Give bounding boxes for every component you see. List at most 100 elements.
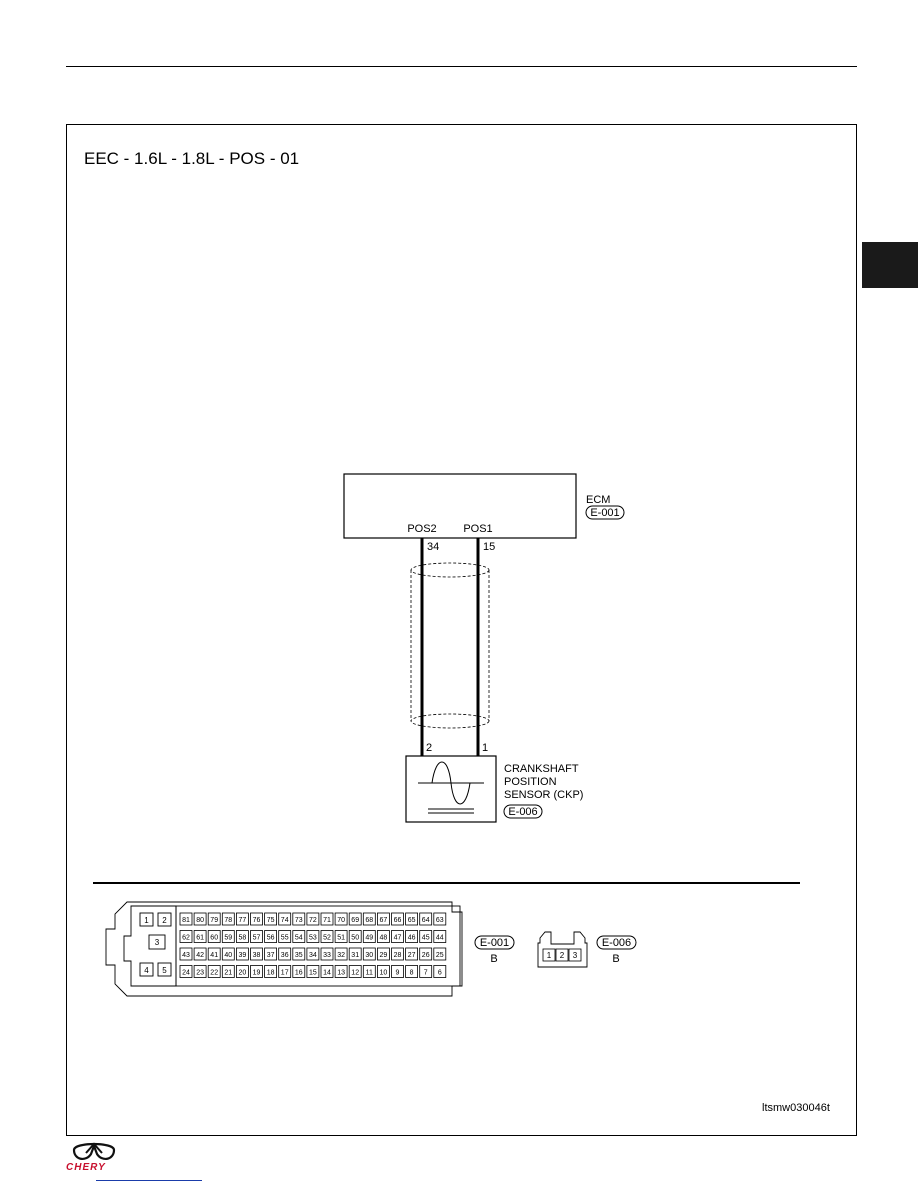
e001-pin-cell: [362, 965, 376, 978]
e001-pin-cell: [179, 930, 193, 943]
e001-pin-label: 79: [210, 917, 218, 924]
ecm-label: ECM: [586, 494, 610, 506]
e001-pin-cell: [193, 947, 207, 961]
diagram-title: EEC - 1.6L - 1.8L - POS - 01: [84, 149, 300, 168]
ecm-pin-15: 15: [483, 541, 495, 553]
e001-pin-cell: [348, 947, 362, 961]
e001-pin-cell: [320, 930, 334, 943]
e001-pin-label: 52: [323, 935, 331, 942]
e001-pin-label: 26: [422, 952, 430, 959]
e001-pin-cell: [391, 947, 404, 961]
e006-view-badge[interactable]: [596, 935, 637, 950]
e001-pin-cell: [250, 912, 263, 926]
e001-pin-label: 25: [436, 952, 444, 959]
e001-pin-label: 27: [408, 952, 416, 959]
e001-pin-label: 65: [408, 917, 416, 924]
ckp-sensor-box: [405, 755, 497, 823]
e006-pin-cell: [568, 948, 582, 962]
e001-pin-label: 81: [182, 917, 190, 924]
e001-pin-label: 56: [267, 935, 275, 942]
e001-pin-label: 61: [196, 935, 204, 942]
e006-pin-cell: [555, 948, 569, 962]
e001-pin-cell: [292, 947, 306, 961]
footer-link[interactable]: [96, 1180, 202, 1181]
e001-pin-label: 39: [239, 952, 247, 959]
e001-pin-cell: [179, 965, 193, 978]
header-rule: [66, 66, 857, 67]
e001-pin-label: 37: [267, 952, 275, 959]
e001-pin-label: 55: [281, 935, 289, 942]
e001-pin-cell: [250, 947, 263, 961]
e001-pin-label: 31: [351, 952, 359, 959]
e001-pin-label: 51: [337, 935, 345, 942]
e006-color: B: [612, 953, 619, 965]
e001-view-badge[interactable]: [474, 935, 515, 950]
e001-pin-label: 29: [380, 952, 388, 959]
e001-pin-cell: [376, 930, 390, 943]
e001-pin-cell: [376, 912, 390, 926]
e001-pin-label: 47: [394, 935, 402, 942]
e001-pin-label: 64: [422, 917, 430, 924]
e001-pin-cell: [278, 912, 292, 926]
e001-pin-cell: [334, 912, 348, 926]
e001-pin-cell: [362, 912, 376, 926]
e001-pin-cell: [391, 912, 404, 926]
e001-pin-cell: [278, 965, 292, 978]
e006-connector-view: [537, 931, 588, 968]
e006-cell: 1: [547, 951, 552, 960]
e001-pin-cell: [221, 947, 235, 961]
e001-pin-cell: [320, 965, 334, 978]
e006-view-id: E-006: [602, 937, 631, 949]
e001-pin-label: 24: [182, 970, 190, 977]
e001-pin-label: 38: [253, 952, 261, 959]
e001-pin-label: 45: [422, 935, 430, 942]
e001-pin-label: 69: [351, 917, 359, 924]
e006-pin-cell: [542, 948, 556, 962]
e001-pin-cell: [292, 930, 306, 943]
e001-pin-label: 21: [224, 970, 232, 977]
e001-pin-cell: [391, 965, 404, 978]
ecm-box: [343, 473, 577, 539]
e001-pin-cell: [250, 965, 263, 978]
e001-pin-label: 68: [365, 917, 373, 924]
e001-pin-label: 20: [239, 970, 247, 977]
e001-pin-label: 57: [253, 935, 261, 942]
e001-pin-cell: [207, 947, 221, 961]
sensor-pin-1: 1: [482, 742, 488, 754]
e001-pin-label: 12: [351, 970, 359, 977]
e001-pin-cell: [419, 965, 433, 978]
e001-pin-cell: [193, 965, 207, 978]
e001-pin-cell: [391, 930, 404, 943]
sine-wave-icon: [418, 761, 484, 814]
e001-cell: 5: [162, 966, 167, 975]
e001-pin-cell: [433, 947, 447, 961]
e001-pin-cell: [235, 965, 249, 978]
brand-name: CHERY: [66, 1162, 106, 1173]
e001-pin-cell: [292, 965, 306, 978]
e001-pin-cell: [348, 965, 362, 978]
sensor-label-line2: POSITION: [504, 776, 557, 788]
e001-pin-cell: [179, 947, 193, 961]
e001-pin-cell: [207, 912, 221, 926]
e001-pin-cell: [405, 947, 419, 961]
e001-pin-cell: [179, 912, 193, 926]
section-tab[interactable]: [862, 242, 918, 288]
e001-pin-label: 62: [182, 935, 190, 942]
e001-pin-cell: [207, 930, 221, 943]
diagram-frame: [66, 124, 857, 1136]
e001-pin-cell: [292, 912, 306, 926]
e001-pin-cell: [193, 912, 207, 926]
e001-pin-cell: [250, 930, 263, 943]
ecm-connector-id: E-001: [590, 507, 619, 519]
ecm-connector-badge[interactable]: [585, 505, 625, 520]
e001-pin-cell: [235, 947, 249, 961]
sensor-connector-badge[interactable]: [503, 804, 543, 819]
e001-pin-cell: [306, 930, 320, 943]
e001-pin-cell: [348, 912, 362, 926]
ecm-pin-34: 34: [427, 541, 439, 553]
e001-pin-cell: [235, 930, 249, 943]
sensor-label-line3: SENSOR (CKP): [504, 789, 583, 801]
e001-pin-cell: [264, 947, 278, 961]
e001-pin-label: 60: [210, 935, 218, 942]
